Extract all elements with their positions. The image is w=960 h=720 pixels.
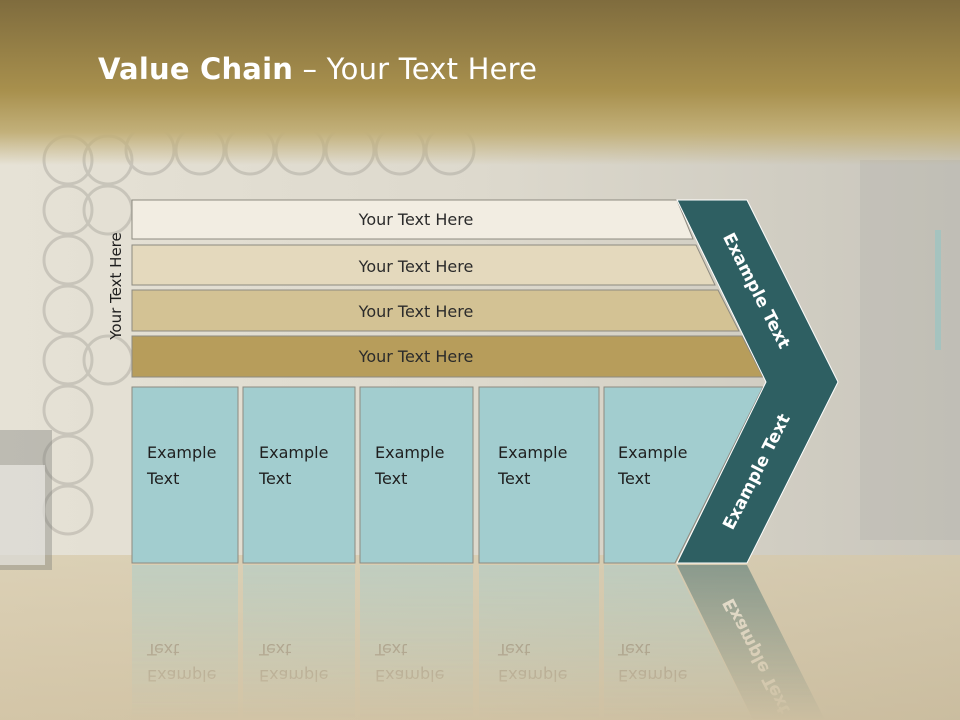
support-bar-2-label: Your Text Here (358, 257, 474, 276)
primary-box-2-line2: Text (258, 469, 291, 488)
primary-box-1 (131, 386, 239, 564)
diagram-reflection: Example Text Example Text Example Text E… (132, 565, 825, 720)
reflection-box-2-line2: Text (258, 640, 291, 659)
reflection-box-3-line1: Example (375, 666, 444, 685)
reflection-box-4 (479, 565, 599, 720)
reflection-box-3 (360, 565, 473, 720)
primary-box-3-line1: Example (375, 443, 444, 462)
reflection-box-5 (604, 565, 753, 720)
reflection-box-2 (243, 565, 355, 720)
reflection-box-4-line1: Example (498, 666, 567, 685)
support-bar-3 (131, 289, 740, 332)
reflection-box-1-line1: Example (147, 666, 216, 685)
reflection-box-1-line2: Text (146, 640, 179, 659)
reflection-box-3-line2: Text (374, 640, 407, 659)
primary-box-1-line2: Text (146, 469, 179, 488)
reflection-box-4-line2: Text (497, 640, 530, 659)
primary-box-5 (603, 386, 764, 564)
primary-box-2 (242, 386, 356, 564)
reflection-box-5-line1: Example (618, 666, 687, 685)
support-bars: Your Text Here Your Text Here Your Text … (131, 199, 764, 378)
primary-box-3 (359, 386, 474, 564)
primary-box-2-line1: Example (259, 443, 328, 462)
primary-box-4 (478, 386, 600, 564)
reflection-box-5-line2: Text (617, 640, 650, 659)
support-bar-2 (131, 244, 716, 286)
support-bar-1 (131, 199, 694, 240)
reflection-chevron (677, 565, 825, 720)
primary-box-5-line2: Text (617, 469, 650, 488)
reflection-box-1 (132, 565, 238, 720)
primary-boxes: Example Text Example Text Example Text E… (131, 386, 764, 564)
primary-box-1-line1: Example (147, 443, 216, 462)
primary-box-4-line2: Text (497, 469, 530, 488)
margin-chevron-shape (676, 199, 839, 564)
slide-title-bold: Value Chain (98, 52, 294, 86)
support-bar-3-label: Your Text Here (358, 302, 474, 321)
reflection-box-2-line1: Example (259, 666, 328, 685)
primary-box-4-line1: Example (498, 443, 567, 462)
slide-title: Value Chain – Your Text Here (98, 52, 537, 86)
primary-box-3-line2: Text (374, 469, 407, 488)
support-bar-1-label: Your Text Here (358, 210, 474, 229)
slide-title-rest: – Your Text Here (293, 52, 538, 86)
primary-box-5-line1: Example (618, 443, 687, 462)
support-bar-4-label: Your Text Here (358, 347, 474, 366)
